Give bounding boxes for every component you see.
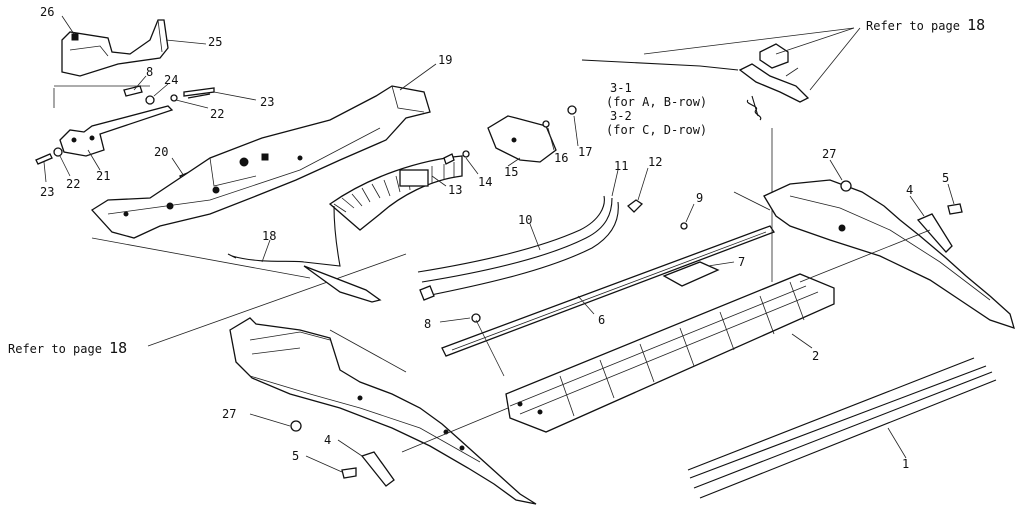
reference-left-text: Refer to page: [8, 342, 102, 356]
row-note-line4: (for C, D-row): [606, 123, 707, 137]
callout-6: 6: [598, 313, 605, 327]
part-lever-3: [581, 43, 810, 282]
callout-2: 2: [812, 349, 819, 363]
callout-10: 10: [518, 213, 532, 227]
callout-16: 16: [554, 151, 568, 165]
part-main-frame-19: [90, 85, 431, 239]
fasteners-left: [35, 85, 215, 185]
part-brush-13: [328, 155, 463, 231]
callout-27-left: 27: [222, 407, 236, 421]
callout-18: 18: [262, 229, 276, 243]
row-note-line3: 3-2: [610, 109, 632, 123]
callout-7: 7: [738, 255, 745, 269]
callout-22-top: 22: [210, 107, 224, 121]
reference-top-right-page: 18: [967, 16, 985, 34]
part-rods-1: [687, 357, 997, 499]
part-comb-2: [505, 273, 835, 433]
row-note-line1: 3-1: [610, 81, 632, 95]
part-bracket-21: [53, 88, 174, 157]
callout-26: 26: [40, 5, 54, 19]
callout-9: 9: [696, 191, 703, 205]
part-bracket-top-left: [61, 19, 169, 77]
callout-27-right: 27: [822, 147, 836, 161]
reference-top-right-text: Refer to page: [866, 19, 960, 33]
callout-5-left: 5: [292, 449, 299, 463]
callout-20: 20: [154, 145, 168, 159]
callout-23-left: 23: [40, 185, 54, 199]
part-plate-15: [443, 105, 577, 165]
callout-14: 14: [478, 175, 492, 189]
reference-left: Refer to page 18: [8, 339, 127, 357]
part-wire-18: [227, 205, 382, 303]
callout-8-mid: 8: [424, 317, 431, 331]
callout-13: 13: [448, 183, 462, 197]
reference-top-right: Refer to page 18: [866, 16, 985, 34]
callout-numbers: 26 25 8 24 23 22 19 21 20 23 22 18 13 14…: [40, 5, 949, 471]
callout-1: 1: [902, 457, 909, 471]
part-bar-6: [441, 222, 775, 357]
callout-22-left: 22: [66, 177, 80, 191]
row-note-line2: (for A, B-row): [606, 95, 707, 109]
leader-lines: [43, 15, 955, 473]
callout-23-top: 23: [260, 95, 274, 109]
callout-21: 21: [96, 169, 110, 183]
callout-8-top: 8: [146, 65, 153, 79]
reference-left-page: 18: [109, 339, 127, 357]
callout-4-left: 4: [324, 433, 331, 447]
part-side-plate-left: [229, 317, 537, 505]
callout-19: 19: [438, 53, 452, 67]
callout-11: 11: [614, 159, 628, 173]
callout-25: 25: [208, 35, 222, 49]
callout-4-right: 4: [906, 183, 913, 197]
callout-17: 17: [578, 145, 592, 159]
callout-12: 12: [648, 155, 662, 169]
callout-15: 15: [504, 165, 518, 179]
callout-24: 24: [164, 73, 178, 87]
part-rail-10-11: [417, 195, 644, 301]
part-side-plate-right: [733, 179, 1015, 330]
callout-5-right: 5: [942, 171, 949, 185]
